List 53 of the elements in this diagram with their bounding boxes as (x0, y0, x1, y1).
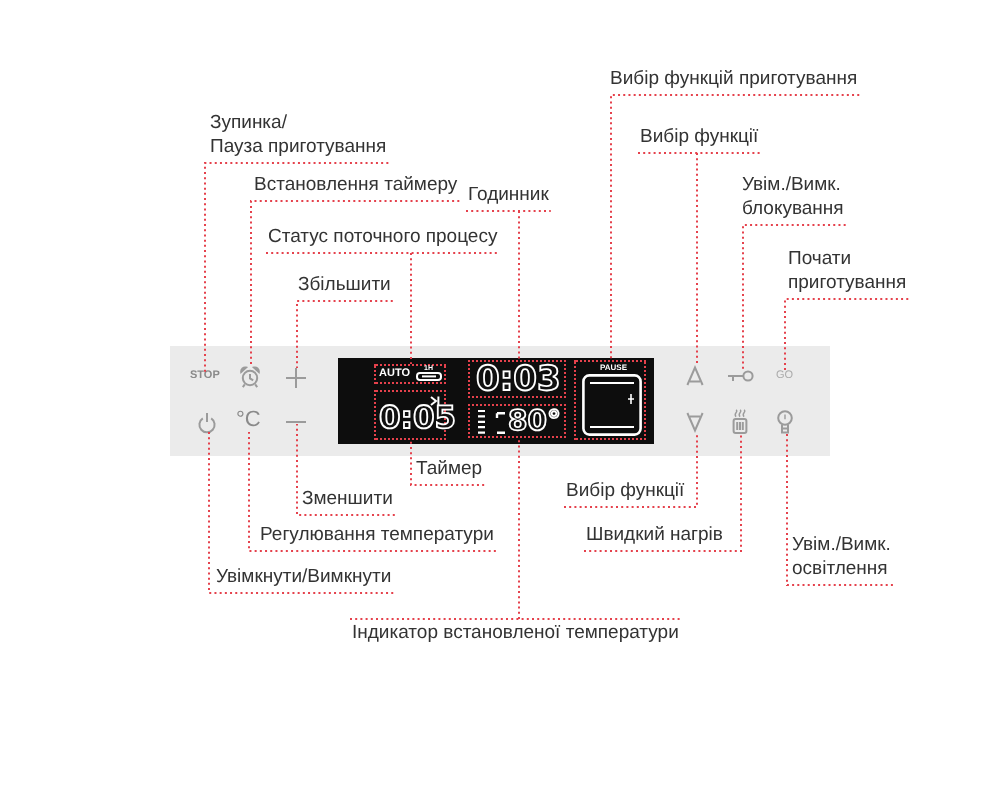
leader-line (637, 152, 762, 367)
leader-line (265, 252, 501, 365)
callout-label: Почати приготування (788, 248, 907, 296)
callout-label: Швидкий нагрів (586, 524, 723, 548)
leader-line (410, 439, 486, 486)
power-icon (198, 412, 216, 432)
timer-readout: 0:05 (379, 404, 457, 435)
plus-icon (286, 368, 306, 388)
minus-icon (286, 420, 306, 424)
callout-label: Статус поточного процесу (268, 226, 498, 250)
callout-label: Встановлення таймеру (254, 174, 458, 198)
callout-label: Увім./Вимк. блокування (742, 174, 844, 222)
temperature-label: °C (236, 410, 261, 432)
leader-line (563, 431, 698, 508)
callout-label: Регулювання температури (260, 524, 494, 548)
control-panel (170, 346, 830, 456)
display-screen (338, 358, 654, 444)
leader-line (204, 162, 390, 373)
callout-label: Індикатор встановленої температури (352, 622, 679, 646)
callout-label: Вибір функції (640, 126, 759, 150)
triangle-down-icon (686, 412, 704, 432)
light-bulb-icon (776, 410, 794, 434)
leader-line (296, 423, 396, 516)
key-icon (728, 370, 754, 382)
leader-line (465, 210, 552, 361)
clock-readout: 0:03 (476, 363, 561, 397)
leader-line (784, 298, 910, 373)
callout-label: Збільшити (298, 274, 391, 298)
leader-line (742, 224, 847, 371)
leader-line (248, 431, 497, 552)
callout-label: Увім./Вимк. освітлення (792, 534, 891, 582)
leader-line (610, 94, 861, 361)
leader-line (786, 433, 894, 586)
callout-label: Увімкнути/Вимкнути (216, 566, 392, 590)
alarm-clock-icon (240, 366, 260, 388)
leader-line (250, 200, 461, 367)
display-area (574, 360, 646, 440)
display-area (468, 360, 566, 398)
leader-line (349, 437, 682, 620)
callout-label: Зменшити (302, 488, 393, 512)
temperature-readout: 80° (508, 407, 561, 435)
callout-label: Годинник (468, 184, 549, 208)
callout-label: Вибір функцій приготування (610, 68, 858, 92)
leader-line (208, 431, 395, 594)
callout-label: Вибір функції (566, 480, 685, 504)
display-area (468, 404, 566, 438)
leader-line (296, 300, 394, 369)
triangle-up-icon (686, 366, 704, 386)
callout-label: Зупинка/ Пауза приготування (210, 112, 387, 160)
heater-icon (732, 410, 748, 434)
callout-label: Таймер (416, 458, 483, 482)
leader-line (583, 433, 742, 552)
display-area (374, 364, 446, 384)
